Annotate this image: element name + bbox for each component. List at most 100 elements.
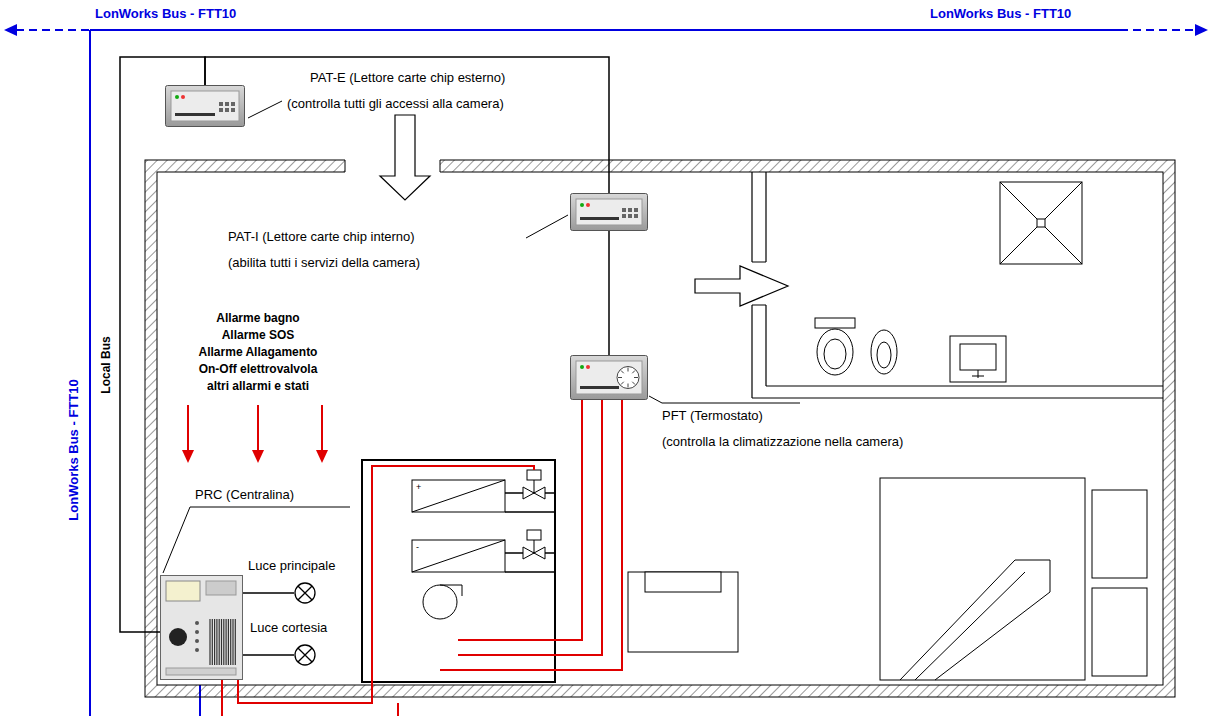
card-reader: PAT-I (Lettore carte chip interno)(abili… [570, 193, 648, 231]
bathroom [695, 172, 1163, 398]
room-walls [345, 160, 440, 172]
bathroom [824, 339, 846, 369]
bus-label: Local Bus [98, 334, 114, 395]
device-description: (controlla la climatizzazione nella came… [662, 434, 903, 450]
card-slot [175, 113, 215, 116]
terminal-block [232, 619, 233, 665]
device-display [166, 581, 200, 601]
bathroom [877, 342, 891, 368]
bus-wire [205, 57, 609, 193]
card-reader-graphic [570, 193, 648, 231]
terminal-block [223, 619, 224, 665]
device-panel [206, 581, 236, 595]
lonworks-bus [1120, 29, 1196, 31]
lamp-circle [295, 645, 315, 665]
dial-tick [632, 370, 635, 373]
polarity-sign: - [416, 542, 419, 552]
terminal-block [221, 619, 222, 665]
leader-line [649, 396, 800, 403]
device-housing [161, 576, 243, 680]
terminal-block [228, 619, 229, 665]
key-button [231, 102, 235, 106]
desk [628, 572, 738, 652]
control-unit-graphic [160, 575, 243, 680]
bed [1092, 490, 1147, 578]
status-led [181, 95, 185, 99]
bus-wire [243, 592, 294, 594]
device-panel [171, 91, 239, 121]
fan-coil-unit [527, 530, 541, 540]
key-button [622, 214, 626, 218]
lonworks-bus [4, 24, 17, 36]
terminal-block [212, 619, 213, 665]
bathroom [1000, 182, 1082, 264]
key-button [219, 102, 223, 106]
lamp-symbol-graphic [294, 644, 316, 666]
alarm-arrows [316, 450, 328, 463]
red-wires [440, 400, 622, 670]
fan-coil-unit [412, 480, 505, 512]
status-led [586, 203, 590, 207]
device-heading: Luce cortesia [250, 620, 327, 636]
polarity-sign: + [416, 482, 421, 492]
control-knob [169, 628, 187, 646]
bathroom [871, 330, 897, 374]
bathroom [752, 172, 1163, 398]
fan-coil-unit [523, 540, 545, 559]
red-wires [222, 400, 622, 716]
desk [645, 572, 721, 592]
device-description: (abilita tutti i servizi della camera) [228, 255, 420, 271]
device-panel [576, 361, 642, 394]
leader-line [248, 101, 282, 118]
lonworks-bus [16, 29, 90, 31]
bed [880, 478, 1085, 680]
status-led [195, 630, 199, 634]
bathroom [960, 344, 996, 370]
device-heading: PRC (Centralina) [195, 487, 294, 503]
bus-label: LonWorks Bus - FTT10 [95, 6, 236, 22]
status-led [195, 621, 199, 625]
lonworks-bus [4, 24, 1208, 716]
alarm-arrows [252, 450, 264, 463]
control-unit: PRC (Centralina) [160, 575, 243, 680]
device-housing [166, 86, 245, 127]
key-button [219, 108, 223, 112]
device-housing [571, 356, 648, 400]
terminal-block [219, 619, 220, 665]
bathroom [1000, 182, 1082, 264]
bathroom [815, 318, 855, 328]
lonworks-bus [90, 29, 1120, 31]
bathroom [1037, 219, 1045, 227]
bathroom [950, 336, 1006, 382]
red-wires [222, 680, 398, 716]
bus-label: LonWorks Bus - FTT10 [930, 6, 1071, 22]
key-button [622, 208, 626, 212]
terminal-block [209, 619, 210, 665]
status-led [586, 365, 590, 369]
fan-coil-unit [412, 540, 505, 572]
bathroom [817, 329, 853, 375]
fan-coil-unit [423, 585, 457, 619]
terminal-block [226, 619, 227, 665]
terminal-block [235, 619, 236, 665]
fan-coil-unit [412, 540, 505, 572]
card-reader: PAT-E (Lettore carte chip esterno)(contr… [165, 85, 245, 127]
device-panel [166, 668, 236, 675]
signal-name: Allarme SOS [222, 327, 295, 343]
status-led [580, 203, 584, 207]
dial-tick [621, 370, 624, 373]
room-walls [145, 160, 1175, 697]
key-button [231, 108, 235, 112]
fan-coil-unit [523, 480, 545, 499]
entry-arrow [380, 115, 430, 200]
alarm-arrows [188, 405, 322, 452]
lamp-symbol: Luce principale [294, 582, 316, 604]
bed [1092, 588, 1147, 676]
device-heading: Luce principale [248, 558, 335, 574]
dial-tick [618, 377, 622, 378]
terminal-block [216, 619, 217, 665]
entry-arrow [380, 115, 430, 200]
alarm-arrows [182, 405, 328, 463]
bus-wire [243, 654, 294, 656]
